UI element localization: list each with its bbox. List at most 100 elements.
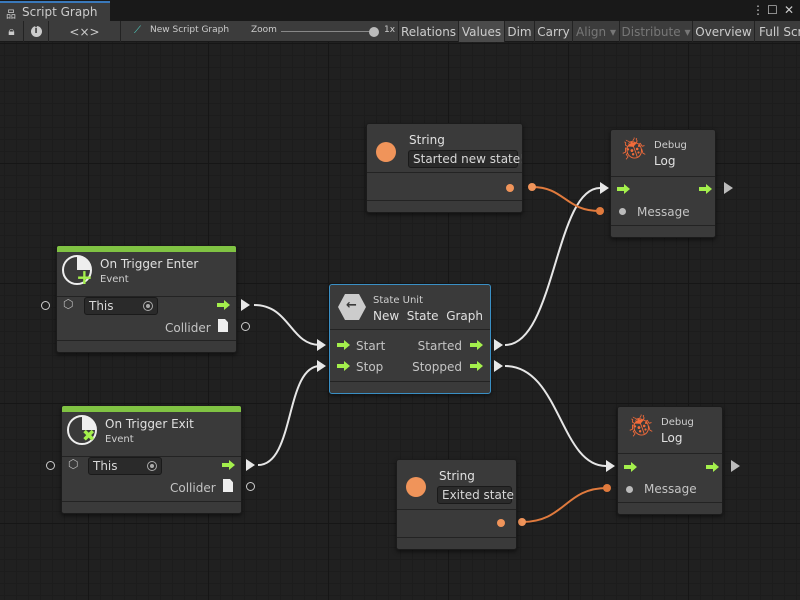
flow-input-port[interactable] [606,460,615,472]
lock-button[interactable]: 🔒︎ [0,21,24,42]
flow-output-port[interactable] [724,182,733,194]
node-title: Log [661,431,683,445]
string-node-1[interactable]: String Started new state! [366,123,523,213]
graph-name[interactable]: New Script Graph [150,25,230,35]
gameobject-icon: ⬡ [68,457,79,471]
target-input-port[interactable] [41,301,50,310]
flow-output-arrow-icon[interactable] [470,340,484,350]
lock-icon: 🔒︎ [8,24,15,38]
node-subtitle: Event [105,434,134,445]
string-value-input[interactable]: Started new state! [408,150,522,168]
target-field[interactable]: This [88,457,162,475]
relations-button[interactable]: Relations [398,21,459,42]
target-value: This [93,459,118,473]
node-title: New State Graph [373,309,484,323]
flow-input-arrow-icon[interactable] [624,462,638,472]
object-picker-icon[interactable] [147,461,157,471]
flow-output-port[interactable] [246,459,255,471]
wire-exit-stop [257,365,321,466]
flow-output-arrow-icon[interactable] [217,300,231,310]
hierarchy-icon: 品 [6,10,16,21]
collider-icon [218,319,228,332]
event-bar [57,246,236,252]
tab-script-graph[interactable]: 品 Script Graph [0,1,110,21]
zoom-value: 1x [384,25,396,35]
collider-output-port[interactable] [246,482,255,491]
node-category: Debug [661,417,694,428]
start-input-port[interactable] [317,339,326,351]
more-options-icon[interactable]: ⋮ [752,3,764,17]
flow-input-arrow-icon[interactable] [337,361,351,371]
target-value: This [89,299,114,313]
flow-output-port[interactable] [241,299,250,311]
state-unit-node[interactable]: ← State Unit New State Graph Start Stop … [329,284,491,394]
collider-output-port[interactable] [241,322,250,331]
debug-log-node-1[interactable]: 🐞︎ Debug Log Message [610,129,716,238]
toolbar: 🔒︎ i <×> ⟋ New Script Graph Zoom 1x Rela… [0,21,800,42]
node-subtitle: Event [100,274,129,285]
flow-output-arrow-icon[interactable] [706,462,720,472]
node-category: State Unit [373,295,424,306]
message-port-icon[interactable] [619,208,626,215]
output-port[interactable] [506,184,514,192]
zoom-slider-handle[interactable] [369,27,379,37]
string-value-input[interactable]: Exited state [437,486,514,504]
maximize-icon[interactable]: ☐ [767,3,778,17]
tab-title: Script Graph [22,5,98,19]
carry-button[interactable]: Carry [535,21,573,42]
info-button[interactable]: i [24,21,49,42]
values-button[interactable]: Values [459,21,505,42]
bug-icon: 🐞︎ [627,414,655,439]
target-input-port[interactable] [46,461,55,470]
back-arrow-icon: ← [346,298,357,313]
message-port-icon[interactable] [626,486,633,493]
port-label: Message [637,205,690,219]
on-trigger-exit-node[interactable]: ✖ On Trigger Exit Event ⬡ This Collider [61,405,242,514]
flow-input-arrow-icon[interactable] [337,340,351,350]
started-label: Started [417,339,462,353]
node-title: On Trigger Enter [100,257,199,271]
flow-input-arrow-icon[interactable] [617,184,631,194]
string-node-2[interactable]: String Exited state [396,459,517,550]
output-port[interactable] [497,519,505,527]
info-icon: i [30,26,42,37]
event-bar [62,406,241,412]
object-picker-icon[interactable] [143,301,153,311]
collider-icon [223,479,233,492]
stop-input-port[interactable] [317,360,326,372]
flow-output-arrow-icon[interactable] [470,361,484,371]
target-field[interactable]: This [84,297,158,315]
on-trigger-enter-node[interactable]: + On Trigger Enter Event ⬡ This Collider [56,245,237,353]
node-title: Log [654,154,676,168]
dim-button[interactable]: Dim [505,21,535,42]
flow-output-arrow-icon[interactable] [222,460,236,470]
stopped-output-port[interactable] [494,360,503,372]
string-icon [406,477,426,497]
overview-button[interactable]: Overview [693,21,755,42]
node-title: String [439,469,475,483]
tab-bar: 品 Script Graph ⋮ ☐ ✕ [0,0,800,21]
port-label: Message [644,482,697,496]
wire-enter-start [253,304,321,346]
full-screen-button[interactable]: Full Scr [755,21,800,42]
string-icon [376,142,396,162]
stop-label: Stop [356,360,384,374]
zoom-slider-track[interactable] [281,31,373,32]
distribute-dropdown[interactable]: Distribute ▾ [620,21,693,42]
align-dropdown[interactable]: Align ▾ [573,21,620,42]
variables-button[interactable]: <×> [49,21,121,42]
wire-started-log [504,187,601,346]
close-icon[interactable]: ✕ [784,3,795,17]
started-output-port[interactable] [494,339,503,351]
flow-output-arrow-icon[interactable] [699,184,713,194]
flow-output-port[interactable] [731,460,740,472]
trigger-exit-icon [67,415,97,445]
node-title: String [409,133,445,147]
flow-input-port[interactable] [600,182,609,194]
wire-string1-message [531,186,601,212]
zoom-label: Zoom [251,25,277,35]
node-category: Debug [654,140,687,151]
start-label: Start [356,339,386,353]
debug-log-node-2[interactable]: 🐞︎ Debug Log Message [617,406,723,515]
